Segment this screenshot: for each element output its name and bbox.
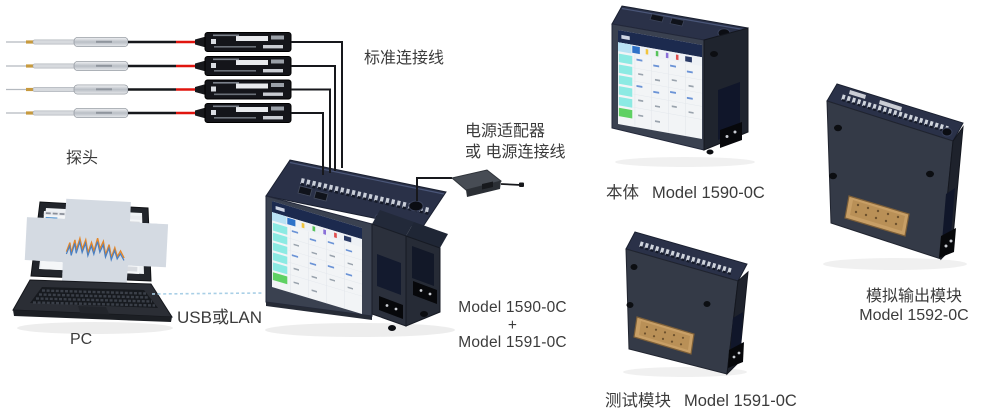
main-unit-screen [618,30,702,139]
analog-module-label: 模拟输出模块 Model 1592-0C [838,287,990,325]
shadow [265,323,455,337]
module-connector [720,122,742,148]
shadow [823,258,967,270]
laptop [13,202,172,322]
center-device-model-top: Model 1590-0C [458,299,567,316]
port [649,13,665,23]
terminal-strip [841,94,949,132]
module-connector [413,281,437,304]
probe-assembly-2 [4,55,293,77]
analog-module-model: Model 1592-0C [859,307,969,324]
power-adapter [416,169,524,201]
center-device-plus: + [507,316,518,334]
test-module-label: 测试模块 Model 1591-0C [605,387,797,410]
gold-connector [844,195,910,237]
shadow [17,322,173,334]
gold-connector [633,316,695,355]
chart-trace-orange [66,237,125,259]
module-connector [379,296,403,319]
usb-lan-label: USB或LAN [177,308,263,327]
center-device-label: Model 1590-0C + Model 1591-0C [445,299,580,352]
main-unit-device [611,5,749,155]
test-module-device [625,231,749,376]
chart-trace-blue [66,240,125,260]
center-device [265,159,448,331]
main-unit-name: 本体 [606,184,639,202]
standard-cables [291,41,343,175]
attached-test-module-2 [405,222,448,327]
power-adapter-label: 电源适配器 或 电源连接线 [465,121,565,163]
analog-module-name: 模拟输出模块 [865,288,962,305]
laptop-app-window [41,211,142,274]
main-unit-model: Model 1590-0C [652,184,765,202]
power-adapter-label-line2: 或 电源连接线 [465,144,566,161]
main-unit-label: 本体 Model 1590-0C [606,179,765,203]
module-connector [939,228,956,258]
analog-output-module-device [826,83,964,261]
shadow [615,157,755,167]
power-pigtail [500,183,522,186]
usb-lan-link [151,292,265,295]
port [313,190,329,202]
probe-assembly-4 [4,102,293,124]
attached-test-module-1 [371,210,414,331]
test-module-model: Model 1591-0C [684,392,797,410]
module-connector [728,342,744,368]
center-device-model-bottom: Model 1591-0C [458,334,567,351]
power-adapter-label-line1: 电源适配器 [465,123,546,140]
standard-cable-label: 标准连接线 [364,50,445,67]
probe-assembly-3 [4,78,293,101]
power-jack [941,127,953,137]
probe-label: 探头 [66,150,99,167]
power-cable [416,177,452,201]
probe-assembly-1 [4,31,293,53]
power-jack [408,200,424,212]
port [669,17,685,27]
center-device-top-face [265,159,447,229]
port [297,185,313,197]
test-module-name: 测试模块 [605,392,671,410]
pc-label: PC [70,331,93,348]
